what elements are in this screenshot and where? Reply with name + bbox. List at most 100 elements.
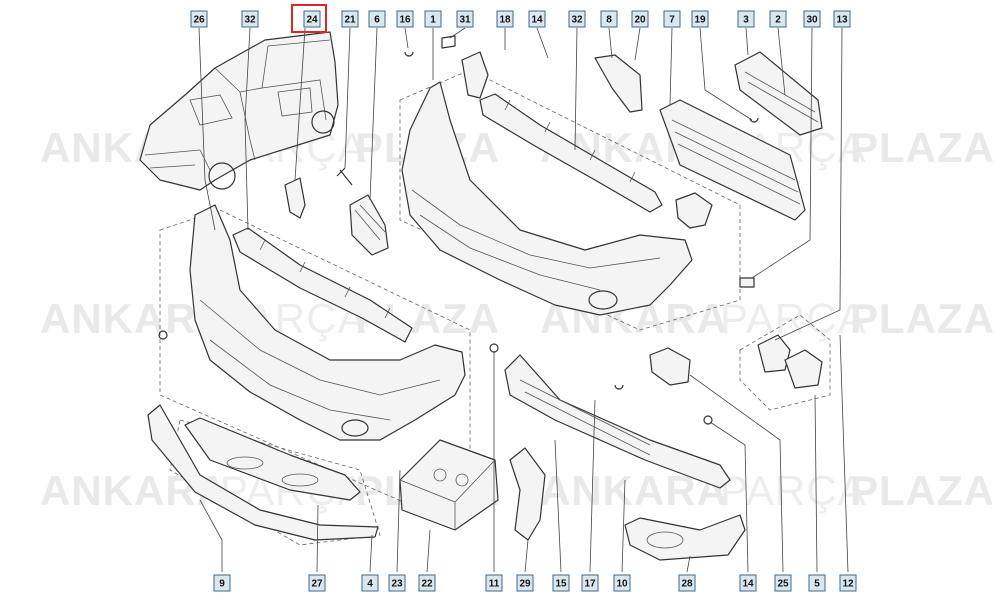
watermark-row-2: ANKARA PARÇA PLAZA ANKARA PARÇA PLAZA — [40, 295, 995, 342]
part-bracket-29 — [509, 447, 546, 541]
callout-32: 32 — [241, 10, 259, 28]
callout-9: 9 — [213, 574, 231, 592]
callout-number: 16 — [399, 15, 411, 26]
clip-icon — [703, 415, 713, 425]
callout-number: 9 — [219, 579, 225, 590]
callout-number: 18 — [499, 15, 511, 26]
callout-number: 20 — [634, 15, 646, 26]
callout-8: 8 — [600, 10, 618, 28]
callout-24: 24 — [303, 10, 321, 28]
callout-box — [663, 10, 681, 28]
callout-4: 4 — [361, 574, 379, 592]
callout-5: 5 — [808, 574, 826, 592]
callout-7: 7 — [663, 10, 681, 28]
callout-number: 6 — [374, 15, 380, 26]
callout-number: 12 — [842, 579, 854, 590]
part-bracket-25b — [784, 349, 823, 389]
callout-12: 12 — [839, 574, 857, 592]
callout-box — [516, 574, 534, 592]
callout-number: 23 — [391, 579, 403, 590]
callout-box — [600, 10, 618, 28]
callout-15: 15 — [552, 574, 570, 592]
assembly-region-left — [159, 209, 471, 506]
highlight-box-24 — [291, 4, 327, 33]
callout-number: 11 — [489, 579, 500, 590]
part-front-bumper-23 — [189, 204, 466, 441]
callout-box — [388, 574, 406, 592]
callout-number: 19 — [694, 15, 706, 26]
callout-2: 2 — [769, 10, 787, 28]
callout-box — [213, 574, 231, 592]
callout-box — [308, 574, 326, 592]
part-fixing-kit-22 — [399, 439, 499, 531]
callout-number: 22 — [421, 579, 433, 590]
callout-box — [737, 10, 755, 28]
clip-icon — [614, 384, 624, 390]
callout-box — [496, 10, 514, 28]
callout-number: 4 — [367, 579, 373, 590]
callout-box — [739, 574, 757, 592]
callout-19: 19 — [691, 10, 709, 28]
clip-icon — [489, 343, 499, 353]
callout-box — [303, 10, 321, 28]
van-illustration — [139, 31, 339, 191]
callout-box — [613, 574, 631, 592]
callout-17: 17 — [581, 574, 599, 592]
part-fog-cover-28 — [624, 514, 746, 561]
callout-20: 20 — [631, 10, 649, 28]
callout-number: 3 — [743, 15, 749, 26]
part-grille-3 — [734, 51, 823, 136]
part-bracket-18 — [461, 51, 489, 99]
callout-16: 16 — [396, 10, 414, 28]
part-deflector-8 — [594, 54, 643, 113]
callout-box — [241, 10, 259, 28]
callout-box — [190, 10, 208, 28]
callout-11: 11 — [485, 574, 503, 592]
callout-box — [424, 10, 442, 28]
callout-1: 1 — [424, 10, 442, 28]
callout-box — [361, 574, 379, 592]
callout-box — [769, 10, 787, 28]
callout-30: 30 — [803, 10, 821, 28]
callout-box — [833, 10, 851, 28]
callout-3: 3 — [737, 10, 755, 28]
part-lower-beam-10 — [504, 354, 731, 489]
part-grille-6 — [349, 194, 389, 256]
callout-number: 32 — [244, 15, 256, 26]
part-bracket-24 — [284, 177, 306, 219]
callout-21: 21 — [341, 10, 359, 28]
callout-box — [418, 574, 436, 592]
part-bumper-cover-1 — [401, 81, 693, 316]
callout-box — [568, 10, 586, 28]
callout-box — [396, 10, 414, 28]
leader-lines-bottom — [199, 334, 849, 573]
callout-number: 26 — [193, 15, 205, 26]
callout-box — [528, 10, 546, 28]
callout-box — [803, 10, 821, 28]
callout-number: 24 — [306, 15, 318, 26]
clip-icon — [404, 51, 414, 57]
assembly-region-right — [739, 314, 831, 411]
callout-25: 25 — [774, 574, 792, 592]
callout-26: 26 — [190, 10, 208, 28]
part-fog-housing-upper — [675, 192, 713, 229]
callout-box — [341, 10, 359, 28]
callout-number: 13 — [836, 15, 848, 26]
callout-box — [774, 574, 792, 592]
callout-number: 7 — [669, 15, 675, 26]
part-clip-30 — [739, 277, 755, 288]
watermark-text: PLAZA — [850, 295, 995, 342]
clip-icon — [441, 35, 456, 49]
callout-number: 27 — [311, 579, 323, 590]
callout-box — [808, 574, 826, 592]
callout-box — [839, 574, 857, 592]
watermark-text: PARÇA — [720, 295, 867, 342]
part-beam-32-upper — [479, 93, 663, 213]
callout-box — [678, 574, 696, 592]
callout-number: 5 — [814, 579, 820, 590]
callout-14: 14 — [528, 10, 546, 28]
watermark-text: PARÇA — [720, 467, 867, 514]
callout-14: 14 — [739, 574, 757, 592]
